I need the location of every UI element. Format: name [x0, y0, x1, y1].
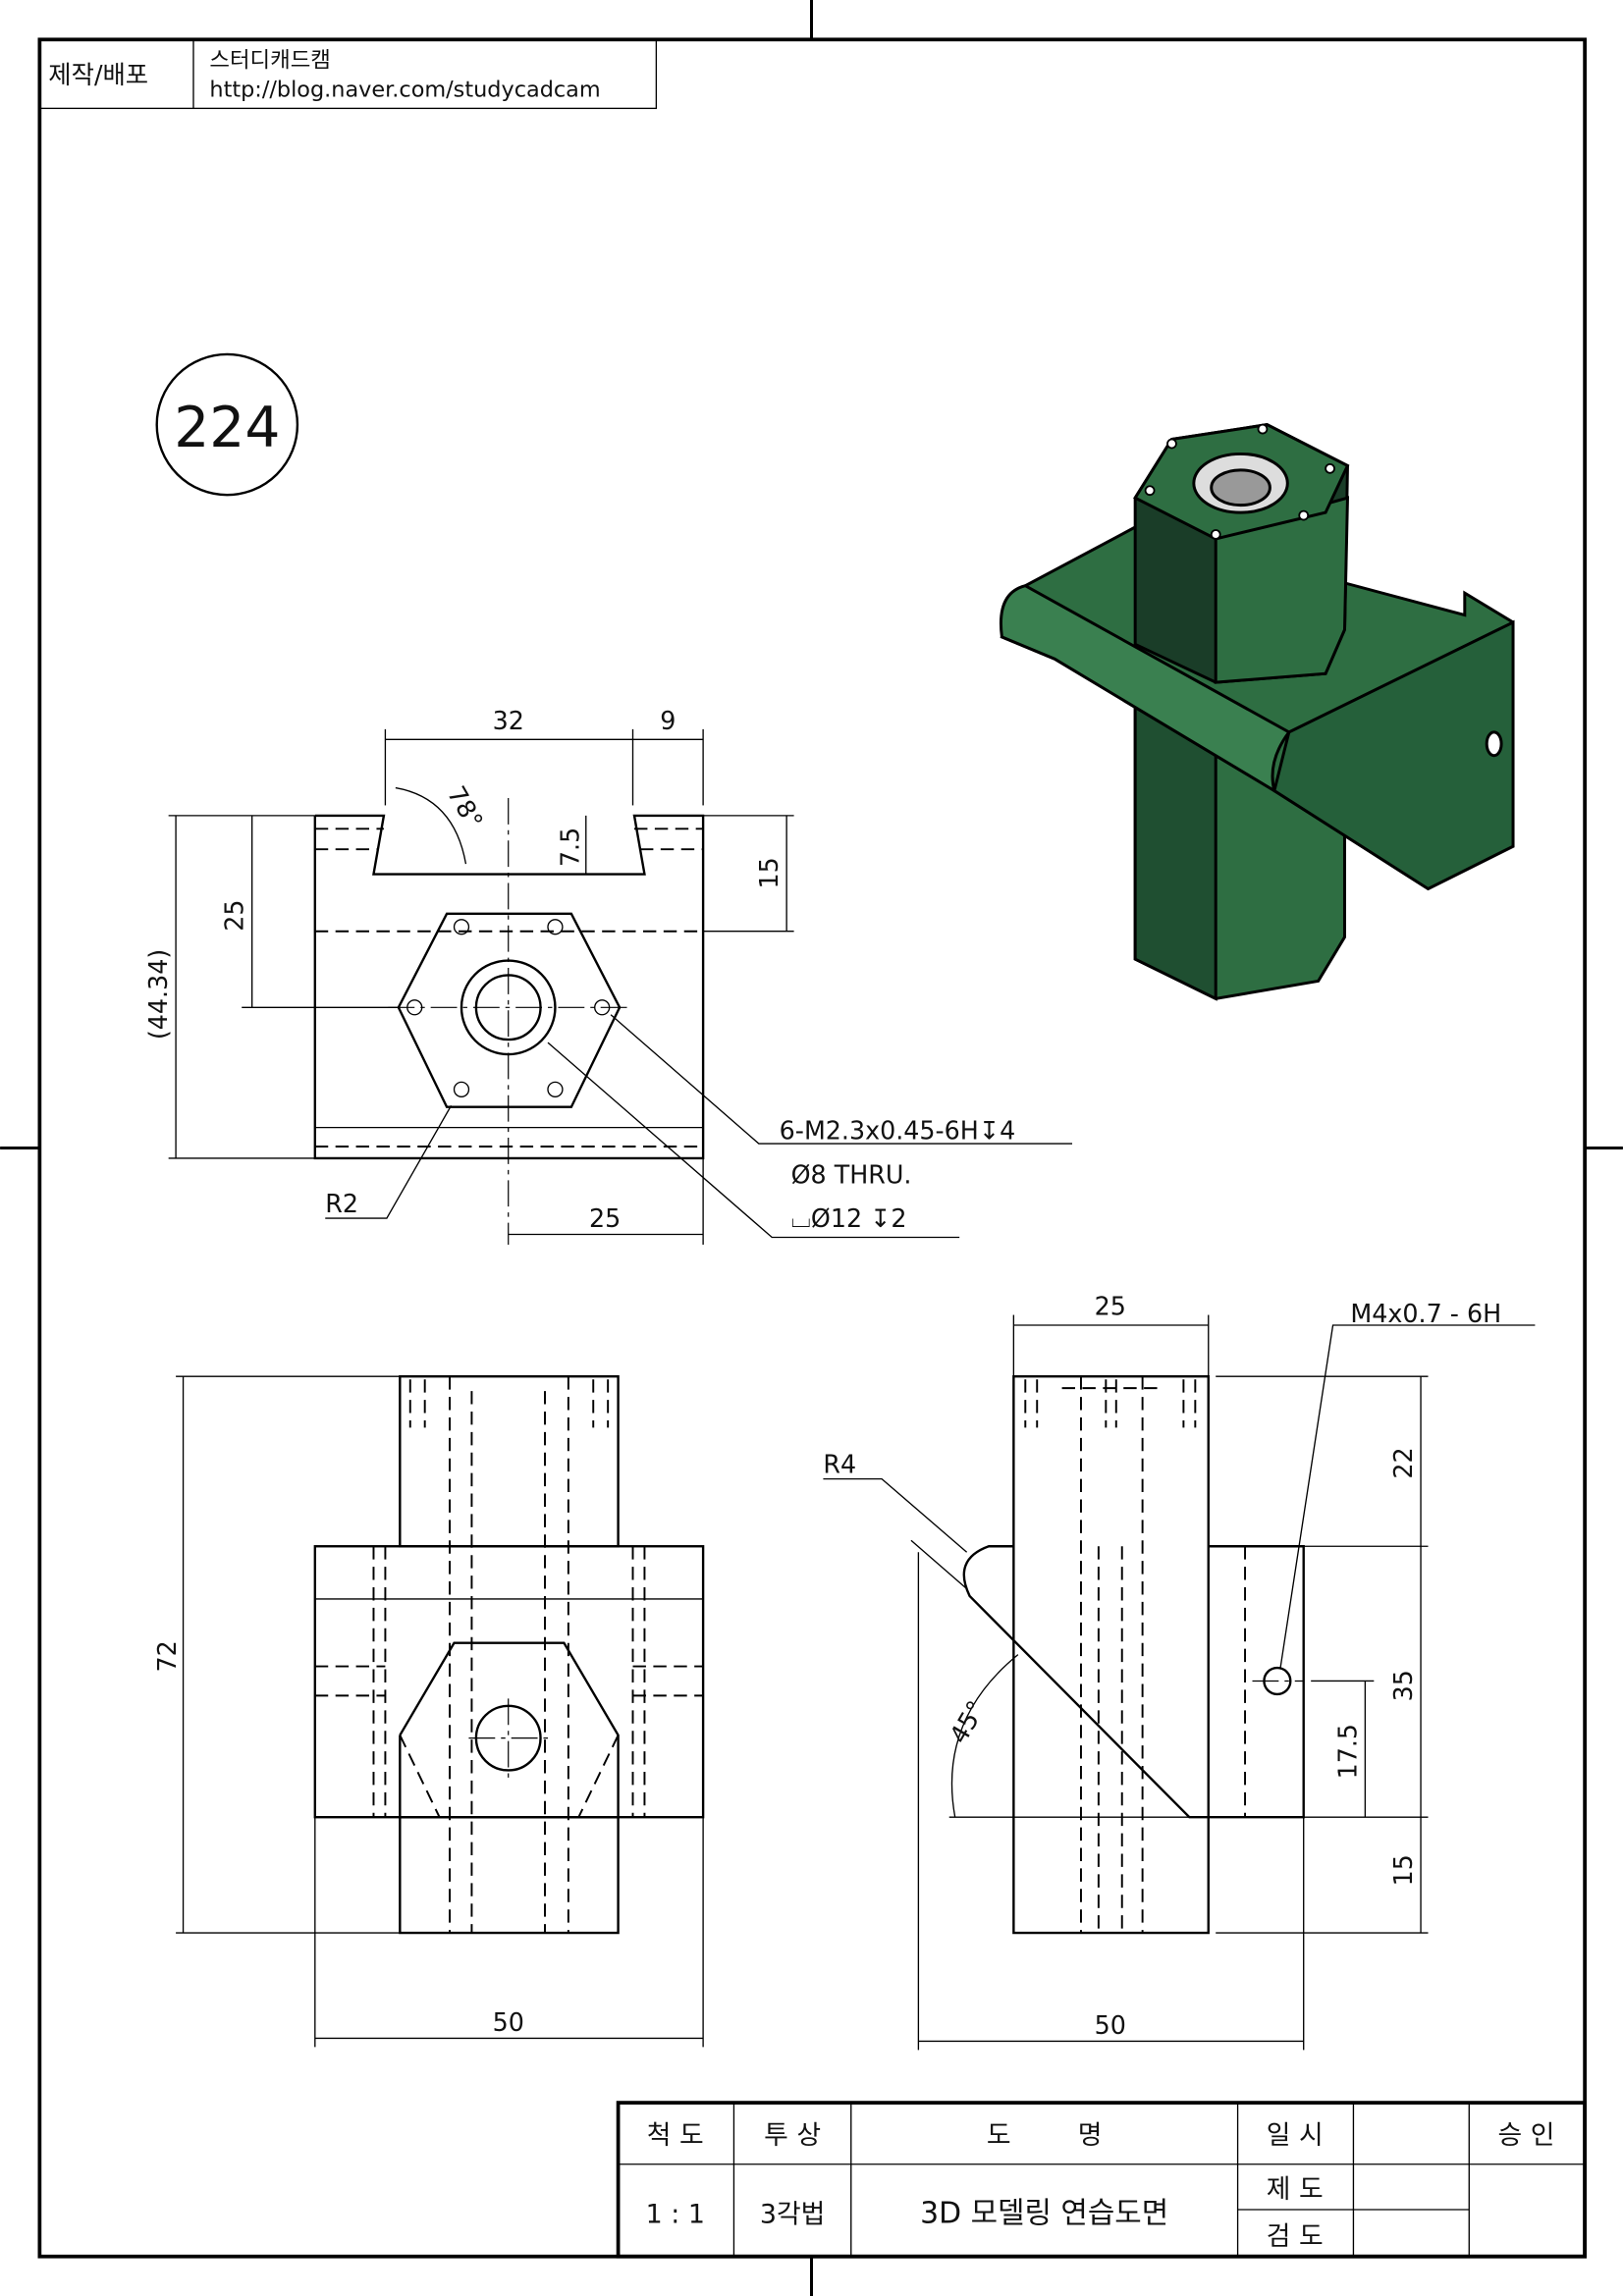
dim-depth-right: 15	[754, 857, 784, 888]
drawing-name: 3D 모델링 연습도면	[920, 2196, 1168, 2230]
callout-thru-hole: Ø8 THRU.	[791, 1159, 912, 1189]
callout-counterbore: ⌴Ø12 ↧2	[791, 1203, 907, 1233]
dim-height: 72	[152, 1640, 182, 1672]
side-view: 25 M4x0.7 - 6H R4 45° 22 35 17.5 15 50	[823, 1292, 1536, 2051]
dim-notch-depth: 7.5	[555, 828, 584, 867]
drawn-label: 제 도	[1267, 2174, 1324, 2205]
dim-notch-right: 9	[660, 706, 676, 735]
drawing-number-badge: 224	[155, 352, 299, 497]
front-view: 72 50	[152, 1375, 705, 2048]
date-label: 일 시	[1267, 2120, 1324, 2151]
dim-angle: 78°	[442, 781, 489, 834]
title-block: 척 도 투 상 도 명 일 시 승 인 1 : 1 3각법 3D 모델링 연습도…	[616, 2101, 1587, 2259]
dim-width-top: 32	[493, 706, 524, 735]
dim-overall-ref: (44.34)	[143, 949, 173, 1040]
isometric-model	[1000, 423, 1515, 1001]
callout-thread: M4x0.7 - 6H	[1350, 1299, 1501, 1328]
dim-h-top: 22	[1388, 1447, 1418, 1478]
header-label: 제작/배포	[48, 60, 148, 89]
dim-hex-offset: 25	[220, 899, 249, 931]
drawing-number: 224	[174, 396, 280, 460]
scale-value: 1 : 1	[646, 2199, 705, 2229]
dim-width: 50	[493, 2007, 524, 2037]
dim-h-mid: 35	[1388, 1670, 1418, 1701]
dim-hole-height: 17.5	[1332, 1724, 1362, 1779]
dim-half-width: 25	[589, 1203, 621, 1233]
header-url[interactable]: http://blog.naver.com/studycadcam	[209, 77, 600, 102]
header-author: 스터디캐드캠	[209, 48, 330, 74]
callout-tapped-holes: 6-M2.3x0.45-6H↧4	[780, 1116, 1016, 1146]
dim-side-width: 50	[1095, 2010, 1126, 2040]
projection-value: 3각법	[760, 2199, 825, 2229]
dim-angle-45: 45°	[944, 1695, 991, 1748]
approval-label: 승 인	[1497, 2120, 1554, 2151]
dim-radius: R2	[325, 1189, 358, 1218]
header-box: 제작/배포 스터디캐드캠 http://blog.naver.com/study…	[38, 38, 658, 110]
scale-label: 척 도	[647, 2120, 704, 2151]
dim-h-bottom: 15	[1388, 1854, 1418, 1886]
top-view: 32 9 78° 7.5 15 25 (44.34) 25 R2 6-M2.3x…	[143, 706, 1073, 1245]
dim-radius-r4: R4	[823, 1450, 856, 1479]
projection-label: 투 상	[764, 2120, 821, 2151]
dim-top-width: 25	[1095, 1292, 1126, 1321]
name-label: 도 명	[987, 2120, 1103, 2151]
checked-label: 검 도	[1267, 2221, 1324, 2252]
